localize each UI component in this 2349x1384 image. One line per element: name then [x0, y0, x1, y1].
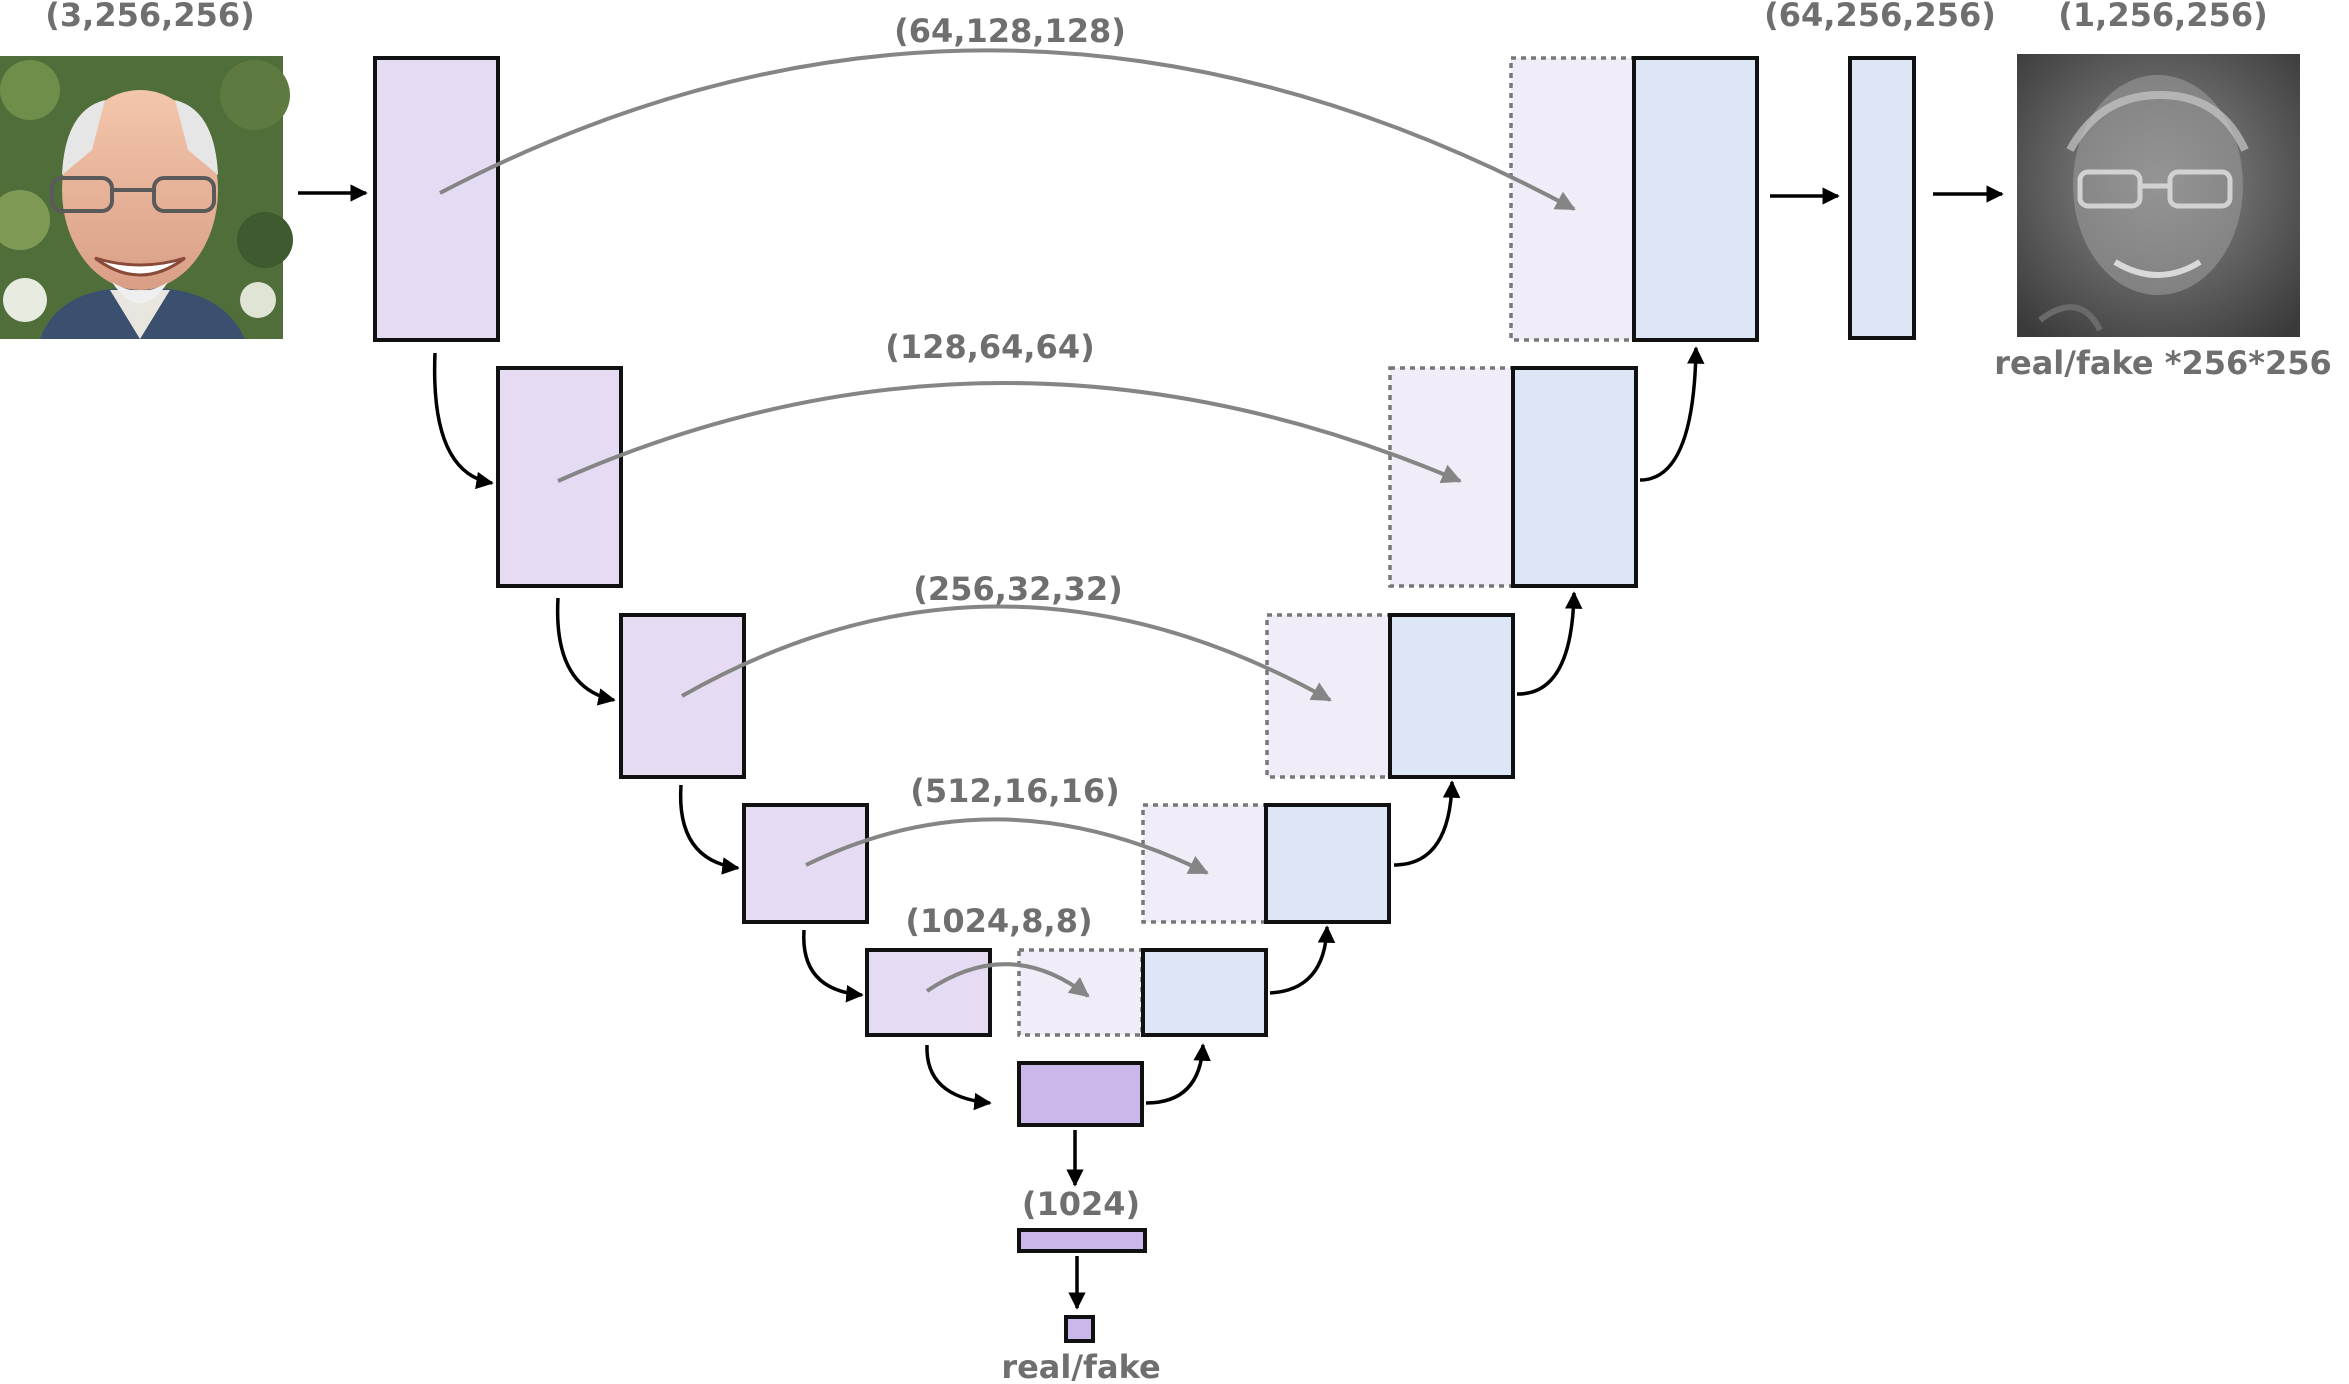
input-face-photo: [0, 56, 293, 339]
output-face-map: [2017, 54, 2300, 337]
bottleneck-vector-label: (1024): [1022, 1185, 1140, 1223]
decoder-block-3: [1388, 613, 1515, 779]
bottleneck-vector-bar: [1017, 1228, 1147, 1253]
skip-label-level-4: (512,16,16): [910, 772, 1119, 810]
up-arrow-5: [1639, 346, 1705, 482]
decoder-output-shape-label: (64,256,256): [1764, 0, 1996, 34]
down-arrow-1: [432, 352, 494, 490]
skip-arrow-3: [681, 604, 1332, 702]
up-arrow-3: [1393, 780, 1461, 867]
skip-arrow-1: [439, 48, 1576, 211]
down-arrow-4: [802, 929, 864, 1003]
decoder-block-5: [1141, 948, 1268, 1037]
output-shape-label: (1,256,256): [2058, 0, 2267, 34]
global-output-unit: [1064, 1315, 1095, 1343]
skip-arrow-5: [925, 962, 1090, 998]
up-arrow-4: [1516, 591, 1583, 696]
pixel-output-label: real/fake *256*256: [1994, 344, 2332, 382]
encoder-block-2: [496, 366, 623, 588]
skip-label-level-2: (128,64,64): [885, 328, 1094, 366]
encoder-block-1: [373, 56, 500, 342]
encoder-block-5: [865, 948, 992, 1037]
decoder-block-2: [1511, 366, 1638, 588]
decoder-output-conv: [1848, 56, 1916, 340]
down-arrow-3: [678, 784, 740, 875]
skip-label-level-5: (1024,8,8): [905, 902, 1092, 940]
skip-label-level-3: (256,32,32): [913, 570, 1122, 608]
decoder-block-4: [1264, 803, 1391, 924]
down-arrow-5: [925, 1044, 992, 1111]
up-arrow-1: [1145, 1043, 1211, 1105]
global-output-label: real/fake: [1001, 1348, 1160, 1384]
skip-label-level-1: (64,128,128): [894, 12, 1126, 50]
skip-copy-1: [1509, 56, 1636, 342]
skip-copy-3: [1265, 613, 1392, 779]
up-arrow-2: [1269, 925, 1336, 995]
skip-arrow-2: [557, 381, 1462, 484]
skip-copy-4: [1141, 803, 1268, 924]
skip-arrow-4: [805, 817, 1209, 875]
bottleneck-block: [1017, 1061, 1144, 1127]
down-arrow-2: [555, 597, 616, 706]
input-shape-label: (3,256,256): [45, 0, 254, 34]
decoder-block-1: [1632, 56, 1759, 342]
